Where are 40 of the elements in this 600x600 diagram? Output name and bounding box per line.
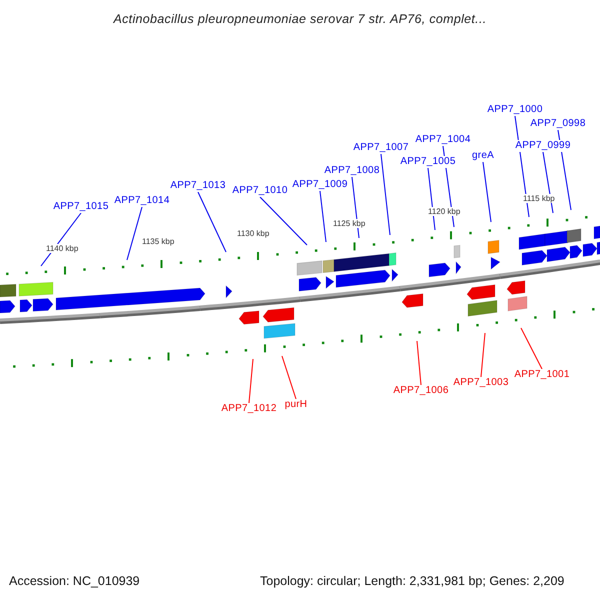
gene-label: APP7_1015 xyxy=(53,201,109,213)
gene-label: APP7_0998 xyxy=(530,118,586,130)
scale-label: 1125 kbp xyxy=(333,219,366,228)
leader-line xyxy=(248,358,254,404)
footer-text: Topology: circular; Length: 2,331,981 bp; Genes: 2,209 xyxy=(260,574,564,588)
gene-label: APP7_1000 xyxy=(487,104,543,116)
scale-label: 1140 kbp xyxy=(46,244,78,253)
scale-label: 1120 kbp xyxy=(428,207,460,216)
scale-label: 1130 kbp xyxy=(237,229,270,238)
gene-label: APP7_1013 xyxy=(170,180,226,192)
leader-line xyxy=(480,332,486,378)
gene-label: APP7_1001 xyxy=(514,369,570,381)
gene-label: APP7_1006 xyxy=(393,385,449,397)
leader-line xyxy=(416,340,422,386)
footer-text: Accession: NC_010939 xyxy=(9,574,140,588)
leader-line xyxy=(282,356,296,400)
gene-label: APP7_1010 xyxy=(232,185,288,197)
leader-line xyxy=(380,154,390,236)
leader-line xyxy=(428,168,436,230)
gene-label: APP7_0999 xyxy=(515,140,571,152)
scale-label: 1135 kbp xyxy=(142,237,174,246)
gene-label: APP7_1003 xyxy=(453,377,509,389)
gene-label: APP7_1012 xyxy=(221,403,277,415)
gene-label: APP7_1007 xyxy=(353,142,409,154)
leader-line xyxy=(126,206,142,260)
gene-label: APP7_1014 xyxy=(114,195,170,207)
gene-label: APP7_1008 xyxy=(324,165,380,177)
leader-line xyxy=(198,192,226,252)
gene-label: APP7_1005 xyxy=(400,156,456,168)
leader-line xyxy=(352,176,360,238)
gene-label: greA xyxy=(472,150,494,162)
gene-label: purH xyxy=(284,399,308,411)
leader-line xyxy=(320,190,326,242)
leader-line xyxy=(482,162,492,222)
leader-line xyxy=(520,328,542,370)
scale-label: 1115 kbp xyxy=(523,194,555,203)
gene-label: APP7_1004 xyxy=(415,134,471,146)
title: Actinobacillus pleuropneumoniae serovar 7 str. AP76, complet... xyxy=(112,12,488,26)
leader-line xyxy=(260,196,308,246)
gene-label: APP7_1009 xyxy=(292,179,348,191)
